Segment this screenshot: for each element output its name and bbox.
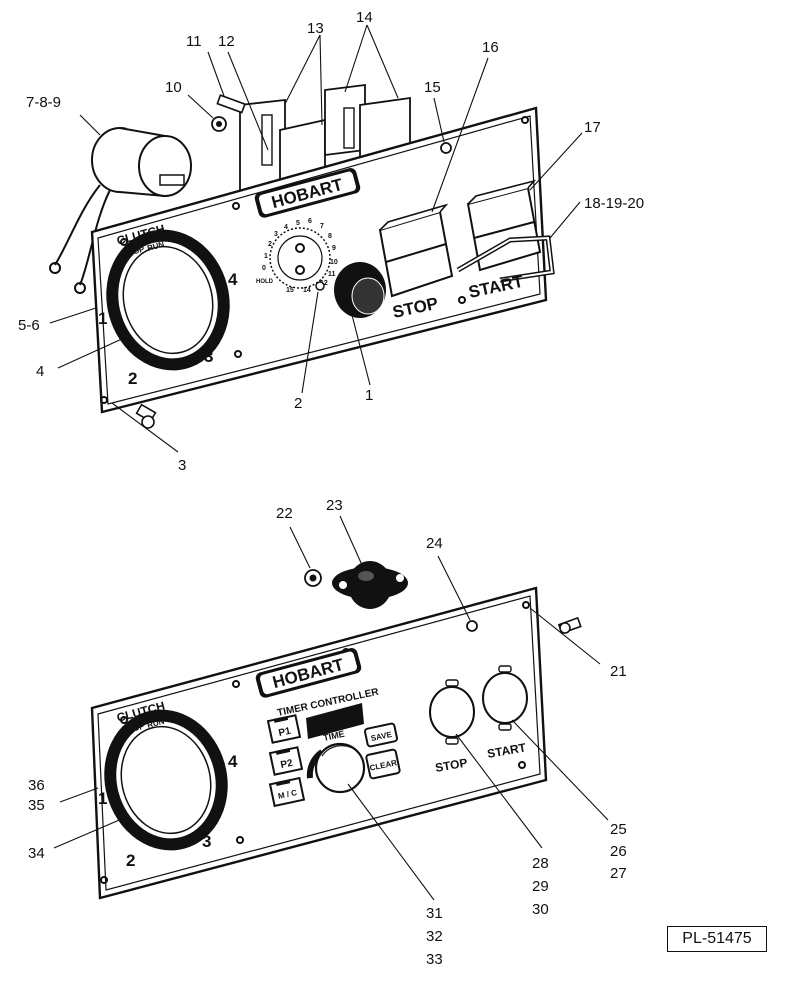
preset-label-p2: P2 xyxy=(280,758,295,771)
callout-26: 26 xyxy=(610,843,627,860)
mc-label: M / C xyxy=(277,788,298,801)
callout-3: 3 xyxy=(178,457,186,474)
dial-num-15: 15 xyxy=(286,287,294,294)
callout-16: 16 xyxy=(482,39,499,56)
nut-10-part xyxy=(211,116,227,132)
callout-32: 32 xyxy=(426,928,443,945)
position-3-bottom: 3 xyxy=(202,832,211,851)
callout-24: 24 xyxy=(426,535,443,552)
dial-num-6: 6 xyxy=(308,218,312,225)
screw-3-part xyxy=(135,403,157,429)
callout-labels: 7-8-9 10 11 12 13 14 15 16 17 18-19-20 5… xyxy=(18,9,644,968)
start-guard-part xyxy=(456,235,555,283)
leader-lines-top xyxy=(49,24,583,453)
timer-display xyxy=(306,703,364,739)
preset-button-p2: P2 xyxy=(268,746,304,776)
callout-17: 17 xyxy=(584,119,601,136)
callout-22: 22 xyxy=(276,505,293,522)
dial-num-10: 10 xyxy=(330,259,338,266)
dial-num-3: 3 xyxy=(274,231,278,238)
callout-34: 34 xyxy=(28,845,45,862)
position-4-bottom: 4 xyxy=(228,752,238,771)
clutch-ring-bottom xyxy=(104,709,228,851)
clear-button-panel: CLEAR xyxy=(365,748,401,780)
save-label: SAVE xyxy=(370,730,393,743)
start-label-bottom: START xyxy=(486,740,528,761)
callout-21: 21 xyxy=(610,663,627,680)
dial-num-14: 14 xyxy=(303,287,311,294)
dial-num-8: 8 xyxy=(328,233,332,240)
clutch-run-top: RUN xyxy=(146,240,165,253)
callout-33: 33 xyxy=(426,951,443,968)
callout-36: 36 xyxy=(28,777,45,794)
position-3-top: 3 xyxy=(204,347,213,366)
callout-15: 15 xyxy=(424,79,441,96)
position-2-top: 2 xyxy=(128,369,137,388)
callout-11: 11 xyxy=(186,33,202,50)
callout-29: 29 xyxy=(532,878,549,895)
stop-button-bottom xyxy=(429,679,475,745)
position-4-top: 4 xyxy=(228,270,238,289)
callout-4: 4 xyxy=(36,363,44,380)
preset-label-p1: P1 xyxy=(278,726,293,739)
dial-num-7: 7 xyxy=(320,223,324,230)
start-button-bottom xyxy=(482,665,528,731)
callout-12: 12 xyxy=(218,33,235,50)
callout-27: 27 xyxy=(610,865,627,882)
nut-22-part xyxy=(304,569,322,587)
screw-21-part xyxy=(557,616,582,635)
clutch-ring-top xyxy=(106,229,230,371)
callout-18-19-20: 18-19-20 xyxy=(584,195,644,212)
stop-button-top xyxy=(378,203,454,298)
save-button-panel: SAVE xyxy=(364,722,398,748)
encoder-23-part xyxy=(332,561,408,609)
start-button-top xyxy=(466,179,542,272)
callout-25: 25 xyxy=(610,821,627,838)
dial-num-9: 9 xyxy=(332,245,336,252)
dial-numbers: 0 1 2 3 4 5 6 7 8 9 10 11 12 14 15 HOLD xyxy=(256,218,338,294)
preset-button-p1: P1 xyxy=(266,714,302,744)
callout-2: 2 xyxy=(294,395,302,412)
stop-label-bottom: STOP xyxy=(434,756,468,775)
position-1-bottom: 1 xyxy=(98,789,107,808)
motor-part xyxy=(49,127,192,294)
dial-num-2: 2 xyxy=(268,241,272,248)
switch-brackets-part xyxy=(239,83,411,197)
time-knob xyxy=(306,742,366,794)
position-2-bottom: 2 xyxy=(126,851,135,870)
clutch-run-bottom: RUN xyxy=(146,717,165,730)
dial-num-1: 1 xyxy=(264,253,268,260)
callout-35: 35 xyxy=(28,797,45,814)
time-label: TIME xyxy=(322,729,345,743)
dial-num-4: 4 xyxy=(284,224,288,231)
dial-num-0: 0 xyxy=(262,265,266,272)
callout-7-8-9: 7-8-9 xyxy=(26,94,61,111)
timer-dial-top xyxy=(269,227,331,289)
position-1-top: 1 xyxy=(98,309,107,328)
callout-10: 10 xyxy=(165,79,182,96)
part-list-reference: PL-51475 xyxy=(667,926,767,952)
dial-num-5: 5 xyxy=(296,220,300,227)
callout-23: 23 xyxy=(326,497,343,514)
timer-knob-top xyxy=(315,262,386,318)
leader-lines-bottom xyxy=(53,515,609,901)
callout-31: 31 xyxy=(426,905,443,922)
screw-11-part xyxy=(216,94,246,114)
dial-num-11: 11 xyxy=(328,271,336,278)
callout-5-6: 5-6 xyxy=(18,317,40,334)
manual-continuous-button: M / C xyxy=(268,776,306,808)
callout-1: 1 xyxy=(365,387,373,404)
callout-14: 14 xyxy=(356,9,373,26)
dial-hold: HOLD xyxy=(256,279,274,285)
callout-28: 28 xyxy=(532,855,549,872)
callout-13: 13 xyxy=(307,20,324,37)
callout-30: 30 xyxy=(532,901,549,918)
